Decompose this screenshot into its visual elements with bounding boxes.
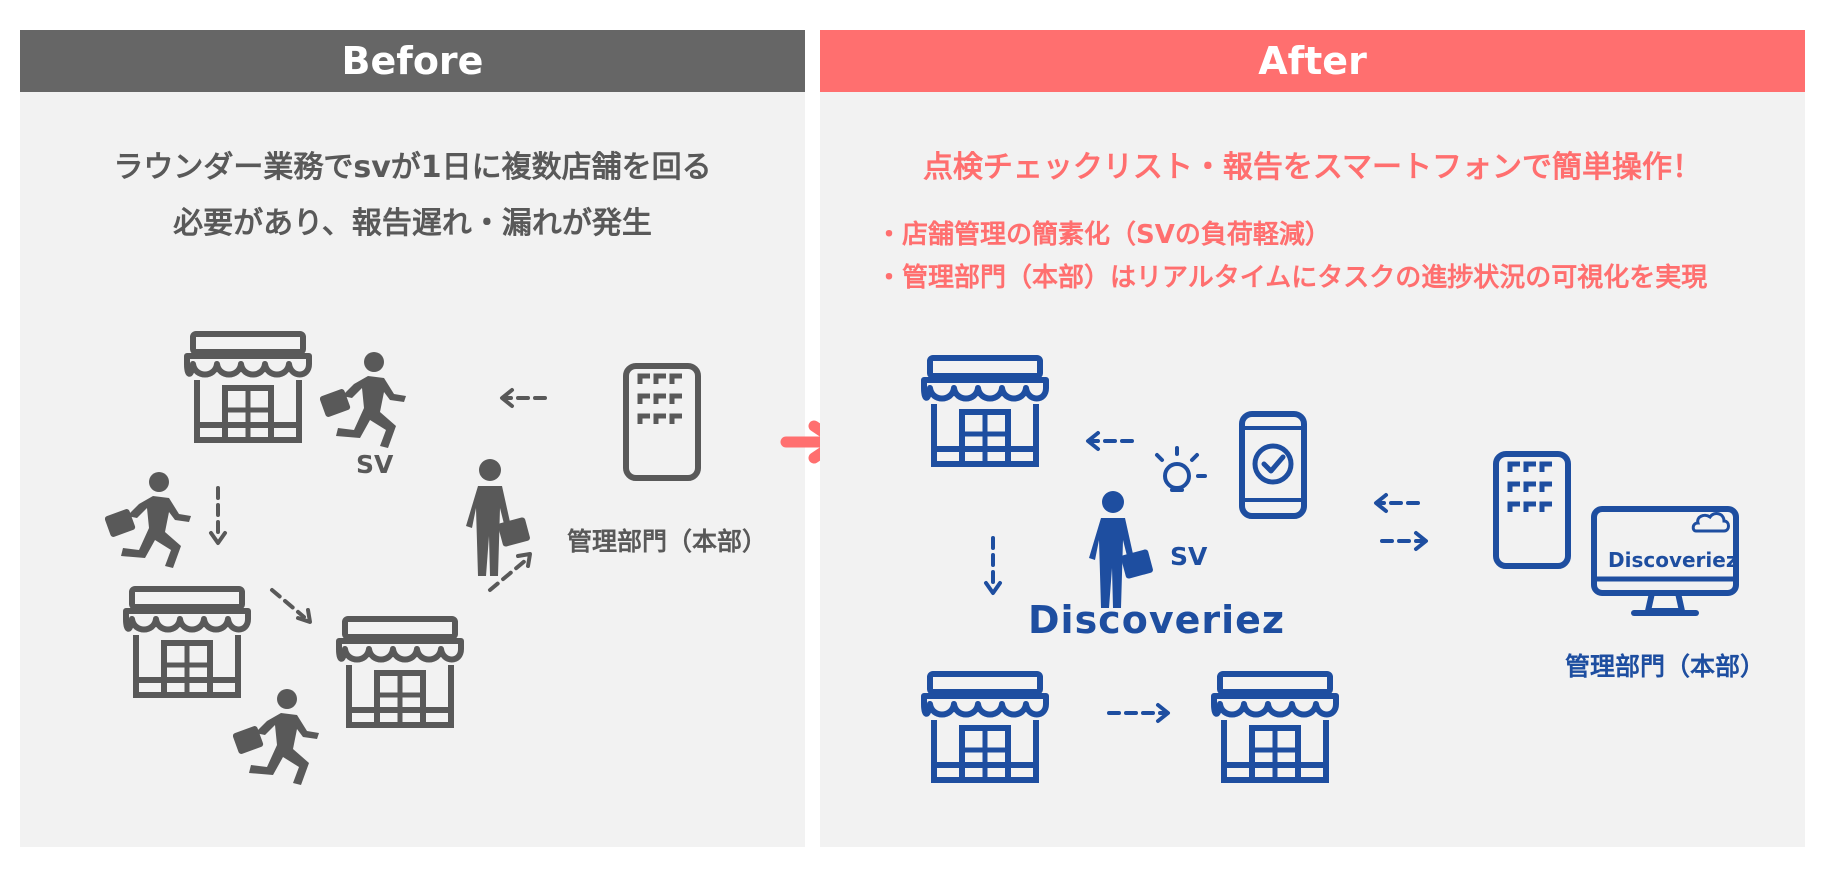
running-businessman-icon	[320, 352, 406, 448]
after-sv-label: SV	[1170, 542, 1208, 571]
monitor-icon	[1594, 509, 1736, 613]
dashed-arrow	[270, 588, 306, 619]
store-icon	[1214, 674, 1336, 780]
before-header: Before	[20, 30, 805, 92]
after-bullet-list: ・店舗管理の簡素化（SVの負荷軽減） ・管理部門（本部）はリアルタイムにタスクの…	[876, 214, 1707, 300]
before-panel: Before ラウンダー業務でsvが1日に複数店舗を回る 必要があり、報告遅れ・…	[20, 30, 805, 847]
before-description-line-1: ラウンダー業務でsvが1日に複数店舗を回る	[113, 150, 712, 185]
before-hq-label: 管理部門（本部）	[567, 527, 768, 556]
walking-businessman-icon	[466, 459, 530, 576]
before-illustration	[105, 30, 805, 785]
before-description: ラウンダー業務でsvが1日に複数店舗を回る 必要があり、報告遅れ・漏れが発生	[20, 140, 805, 252]
store-icon	[924, 358, 1046, 464]
building-icon	[1496, 454, 1568, 566]
after-bullet-2: ・管理部門（本部）はリアルタイムにタスクの進捗状況の可視化を実現	[876, 263, 1708, 293]
after-illustration	[820, 30, 1805, 847]
monitor-logo: Discoveriez	[1608, 548, 1738, 572]
running-businessman-icon	[233, 689, 319, 785]
store-icon	[339, 619, 461, 725]
building-icon	[626, 366, 698, 478]
after-panel: After 点検チェックリスト・報告をスマートフォンで簡単操作！ ・店舗管理の簡…	[820, 30, 1805, 847]
after-hq-label: 管理部門（本部）	[1565, 652, 1766, 681]
before-sv-label: SV	[356, 450, 394, 479]
after-header: After	[820, 30, 1805, 92]
running-businessman-icon	[105, 472, 191, 568]
after-title: 点検チェックリスト・報告をスマートフォンで簡単操作！	[922, 150, 1703, 185]
store-icon	[126, 589, 248, 695]
after-bullet-1: ・店舗管理の簡素化（SVの負荷軽減）	[876, 220, 1331, 250]
store-icon	[187, 334, 309, 440]
before-description-line-2: 必要があり、報告遅れ・漏れが発生	[173, 206, 652, 241]
sv-smartphone-user-icon	[1089, 491, 1153, 608]
lightbulb-icon	[1155, 446, 1207, 492]
store-icon	[924, 674, 1046, 780]
smartphone-check-icon	[1242, 414, 1304, 516]
discoveriez-logo: Discoveriez	[1028, 598, 1286, 642]
dashed-arrow	[488, 558, 528, 592]
